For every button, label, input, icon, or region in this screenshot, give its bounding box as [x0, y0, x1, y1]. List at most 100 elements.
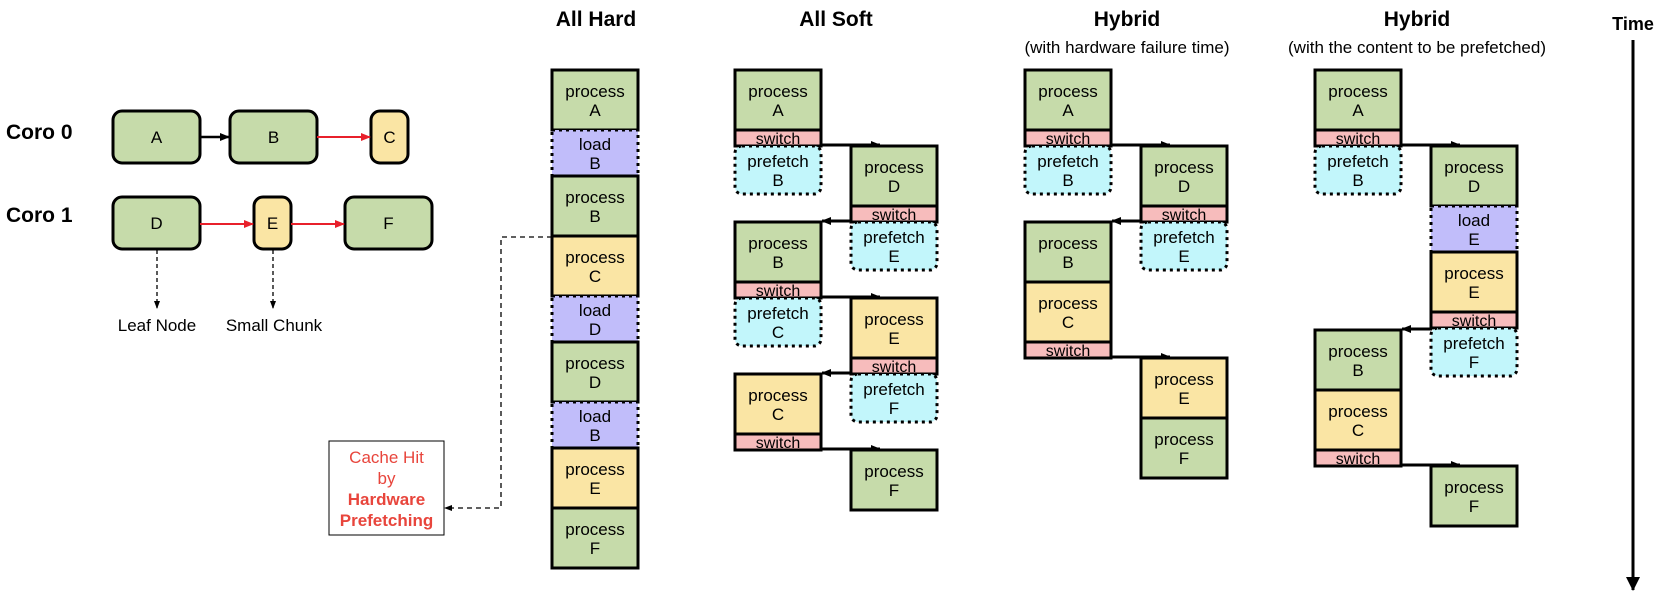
block-all-soft-10-switch-label: switch — [872, 359, 916, 376]
block-hybrid-prefetch-content-8-process-b-label-line1: process — [1328, 342, 1388, 361]
cache-hit-line1: Cache Hit — [349, 448, 424, 467]
col-all-hard-title: All Hard — [556, 8, 637, 31]
block-all-soft-14-process-f-label-line1: process — [864, 462, 924, 481]
block-hybrid-hw-failure-0-process-a-label-line1: process — [1038, 82, 1098, 101]
block-all-soft-9-process-e-label-line2: E — [888, 329, 899, 348]
block-all-soft-5-prefetch-e — [849, 220, 939, 272]
block-all-hard-4-load-d-label-line1: load — [579, 301, 611, 320]
coro1-node-f — [343, 195, 434, 251]
block-hybrid-prefetch-content-5-process-e — [1429, 250, 1519, 314]
block-all-soft-13-switch — [733, 432, 823, 452]
block-all-hard-1-load-b — [550, 128, 640, 178]
schedule-blocks: processAloadBprocessBprocessCloadDproces… — [550, 68, 1519, 570]
block-all-soft-12-process-c-label-line1: process — [748, 386, 808, 405]
block-hybrid-prefetch-content-4-load-e-label-line2: E — [1468, 230, 1479, 249]
block-hybrid-prefetch-content-0-process-a-label-line1: process — [1328, 82, 1388, 101]
block-all-hard-2-process-b-label-line1: process — [565, 188, 625, 207]
coro0-node-c-label: C — [383, 128, 395, 147]
block-all-soft-0-process-a-label-line2: A — [772, 101, 784, 120]
block-all-hard-3-process-c-label-line1: process — [565, 248, 625, 267]
block-hybrid-hw-failure-10-process-f — [1139, 416, 1229, 480]
block-hybrid-prefetch-content-6-switch-label: switch — [1452, 313, 1496, 330]
block-all-soft-14-process-f-label-line2: F — [889, 481, 899, 500]
block-hybrid-prefetch-content-10-switch-label: switch — [1336, 451, 1380, 468]
block-hybrid-prefetch-content-3-process-d-label-line1: process — [1444, 158, 1504, 177]
block-hybrid-hw-failure-5-prefetch-e — [1139, 220, 1229, 272]
block-all-soft-3-process-d-label-line2: D — [888, 177, 900, 196]
cache-hit-line2: by — [378, 469, 396, 488]
block-hybrid-prefetch-content-4-load-e-label-line1: load — [1458, 211, 1490, 230]
column-headers: All Hard All Soft Hybrid (with hardware … — [556, 8, 1546, 57]
block-hybrid-prefetch-content-0-process-a-label-line2: A — [1352, 101, 1364, 120]
block-hybrid-hw-failure-10-process-f-label-line1: process — [1154, 430, 1214, 449]
block-hybrid-prefetch-content-9-process-c-label-line2: C — [1352, 421, 1364, 440]
block-all-soft-9-process-e-label-line1: process — [864, 310, 924, 329]
block-hybrid-prefetch-content-2-prefetch-b — [1313, 144, 1403, 196]
small-chunk-label: Small Chunk — [226, 316, 323, 335]
block-hybrid-prefetch-content-11-process-f-label-line1: process — [1444, 478, 1504, 497]
block-all-soft-7-switch-label: switch — [756, 283, 800, 300]
column-all-hard: processAloadBprocessBprocessCloadDproces… — [550, 68, 640, 570]
block-all-hard-7-process-e-label-line2: E — [589, 479, 600, 498]
block-all-soft-4-switch-label: switch — [872, 207, 916, 224]
block-all-soft-9-process-e — [849, 296, 939, 360]
block-all-soft-11-prefetch-f — [849, 372, 939, 424]
block-all-soft-12-process-c-label-line2: C — [772, 405, 784, 424]
block-all-hard-5-process-d-label-line2: D — [589, 373, 601, 392]
block-hybrid-hw-failure-6-process-b-label-line2: B — [1062, 253, 1073, 272]
block-all-hard-3-process-c-label-line2: C — [589, 267, 601, 286]
block-all-hard-8-process-f-label-line2: F — [590, 539, 600, 558]
block-hybrid-hw-failure-5-prefetch-e-label-line1: prefetch — [1153, 228, 1214, 247]
block-all-hard-8-process-f — [550, 506, 640, 570]
block-all-hard-1-load-b-label-line1: load — [579, 135, 611, 154]
block-all-soft-8-prefetch-c-label-line2: C — [772, 323, 784, 342]
cache-hit-line3: Hardware — [348, 490, 425, 509]
block-hybrid-hw-failure-9-process-e-label-line1: process — [1154, 370, 1214, 389]
block-all-soft-6-process-b-label-line2: B — [772, 253, 783, 272]
block-all-soft-6-process-b — [733, 220, 823, 284]
block-hybrid-prefetch-content-9-process-c-label-line1: process — [1328, 402, 1388, 421]
block-hybrid-hw-failure-2-prefetch-b-label-line1: prefetch — [1037, 152, 1098, 171]
block-hybrid-prefetch-content-8-process-b-label-line2: B — [1352, 361, 1363, 380]
block-hybrid-prefetch-content-2-prefetch-b-label-line1: prefetch — [1327, 152, 1388, 171]
col-hybrid2-subtitle: (with the content to be prefetched) — [1288, 38, 1546, 57]
leaf-node-label: Leaf Node — [118, 316, 196, 335]
block-all-hard-7-process-e-label-line1: process — [565, 460, 625, 479]
block-all-soft-14-process-f — [849, 448, 939, 512]
block-hybrid-hw-failure-5-prefetch-e-label-line2: E — [1178, 247, 1189, 266]
block-all-hard-0-process-a-label-line2: A — [589, 101, 601, 120]
block-hybrid-hw-failure-8-switch-label: switch — [1046, 343, 1090, 360]
block-hybrid-hw-failure-0-process-a-label-line2: A — [1062, 101, 1074, 120]
block-all-hard-1-load-b-label-line2: B — [589, 154, 600, 173]
col-all-soft-title: All Soft — [799, 8, 873, 31]
block-hybrid-prefetch-content-1-switch-label: switch — [1336, 131, 1380, 148]
block-hybrid-hw-failure-3-process-d-label-line2: D — [1178, 177, 1190, 196]
column-all-soft: processAswitchprefetchBprocessDswitchpre… — [733, 68, 939, 512]
coro0-node-a-label: A — [151, 128, 163, 147]
block-hybrid-hw-failure-9-process-e-label-line2: E — [1178, 389, 1189, 408]
coro1-node-d-label: D — [150, 214, 162, 233]
block-hybrid-hw-failure-6-process-b — [1023, 220, 1113, 284]
block-all-hard-6-load-b-label-line1: load — [579, 407, 611, 426]
coroutine-legend: Coro 0 Coro 1 A B C D E F Leaf Node Smal… — [6, 109, 434, 335]
time-axis: Time — [1612, 14, 1654, 591]
block-hybrid-prefetch-content-11-process-f-label-line2: F — [1469, 497, 1479, 516]
block-hybrid-hw-failure-2-prefetch-b — [1023, 144, 1113, 196]
block-hybrid-hw-failure-6-process-b-label-line1: process — [1038, 234, 1098, 253]
block-all-hard-0-process-a — [550, 68, 640, 132]
block-hybrid-prefetch-content-7-prefetch-f-label-line1: prefetch — [1443, 334, 1504, 353]
block-all-soft-5-prefetch-e-label-line1: prefetch — [863, 228, 924, 247]
column-hybrid-hw-failure: processAswitchprefetchBprocessDswitchpre… — [1023, 68, 1229, 480]
block-all-soft-6-process-b-label-line1: process — [748, 234, 808, 253]
coro0-label: Coro 0 — [6, 121, 73, 144]
block-hybrid-hw-failure-10-process-f-label-line2: F — [1179, 449, 1189, 468]
coro1-label: Coro 1 — [6, 204, 73, 227]
block-hybrid-prefetch-content-5-process-e-label-line2: E — [1468, 283, 1479, 302]
block-all-soft-2-prefetch-b — [733, 144, 823, 196]
time-label: Time — [1612, 14, 1654, 34]
block-all-soft-8-prefetch-c — [733, 296, 823, 348]
column-hybrid-prefetch-content: processAswitchprefetchBprocessDloadEproc… — [1313, 68, 1519, 528]
block-all-hard-4-load-d-label-line2: D — [589, 320, 601, 339]
cache-hit-callout: Cache Hit by Hardware Prefetching — [328, 236, 552, 536]
